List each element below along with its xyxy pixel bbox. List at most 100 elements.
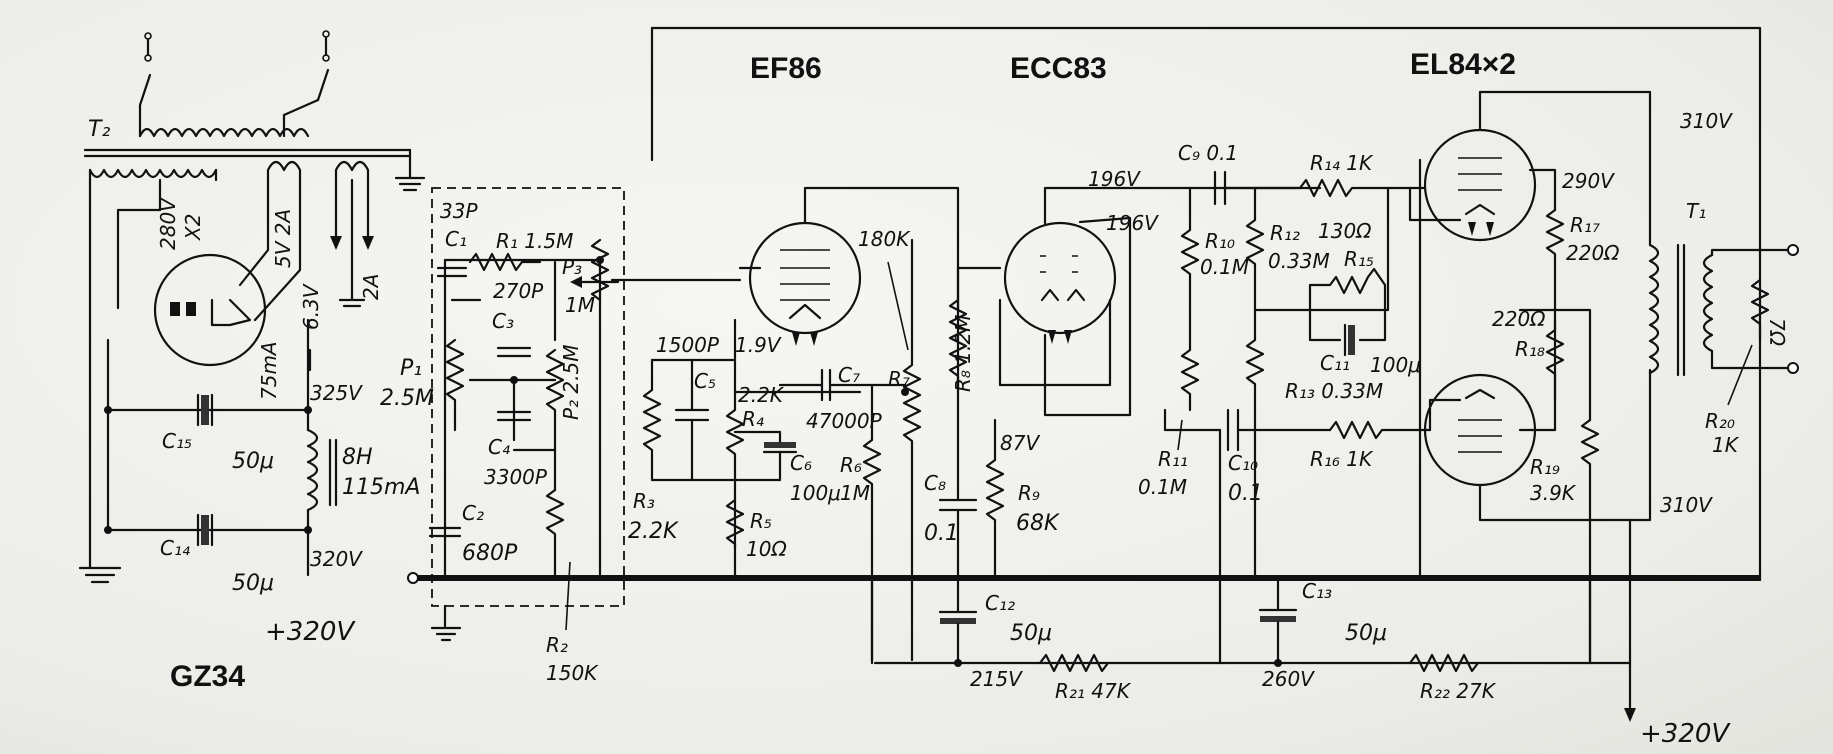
resistor-r20: 7Ω R₂₀ 1K: [1705, 278, 1789, 457]
capacitor-c3: 270P C₃: [492, 260, 557, 358]
v290-label: 290V: [1562, 169, 1615, 193]
c6-value: 100μ: [790, 481, 841, 505]
choke-inductance: 8H: [342, 445, 373, 470]
c8-label: C₈: [924, 471, 946, 495]
resistor-r4: 2.2K R₄: [725, 383, 785, 580]
resistor-r19: R₁₉ 3.9K: [1530, 418, 1600, 662]
r6-value: 1M: [840, 481, 870, 505]
c10-value: 0.1: [1228, 481, 1263, 506]
r3-value: 2.2K: [628, 519, 679, 544]
r19-value: 3.9K: [1530, 481, 1577, 505]
resistor-r17: R₁₇ 220Ω: [1545, 208, 1620, 265]
r2-label: R₂: [546, 633, 568, 657]
resistor-r8: R₈ 1.2M: [948, 298, 975, 402]
resistor-r15: 130Ω R₁₅: [1308, 219, 1387, 312]
ef86-label: EF86: [750, 52, 822, 85]
heater-voltage-label: 6.3V: [299, 283, 323, 330]
el84-label: EL84×2: [1410, 48, 1516, 81]
r17-label: R₁₇: [1570, 213, 1600, 237]
tube-el84-lower: [1423, 373, 1537, 487]
capacitor-c14: C₁₄ 50μ: [160, 513, 274, 596]
r12-label: R₁₂: [1270, 221, 1300, 245]
r2-value: 150K: [546, 661, 599, 685]
rectifier-tube-gz34: GZ34: [153, 246, 302, 693]
c6-label: C₆: [790, 451, 812, 475]
tone-network: 33P C₁ R₁ 1.5M P₃ 1M 270P C₃ P₁ 2.: [380, 199, 620, 685]
capacitor-c10: C₁₀ 0.1: [1226, 408, 1332, 506]
p2-label: P₂ 2.5M: [559, 345, 583, 421]
resistor-r2: R₂ 150K: [545, 488, 599, 685]
plus320b-label: +320V: [1640, 719, 1731, 749]
r8-label: R₈ 1.2M: [951, 315, 975, 392]
r13-label: R₁₃ 0.33M: [1285, 379, 1383, 403]
r4-value: 2.2K: [738, 383, 785, 407]
plus320a-label: +320V: [265, 617, 356, 647]
c12-value: 50μ: [1010, 621, 1052, 646]
resistor-r7: R₇: [887, 238, 922, 662]
resistor-r12: R₁₂ 0.33M: [1245, 186, 1330, 312]
r17-value: 220Ω: [1566, 241, 1620, 265]
c11-label: C₁₁: [1320, 351, 1350, 375]
resistor-r3: R₃ 2.2K: [628, 358, 737, 544]
resistor-r9: 87V R₉ 68K: [985, 418, 1060, 580]
c7-value: 47000P: [806, 409, 883, 433]
chassis-frame: [650, 26, 1762, 582]
c15-value: 50μ: [232, 449, 274, 474]
resistor-r6: R₆ 1M: [840, 383, 882, 662]
c12-label: C₁₂: [985, 591, 1015, 615]
choke-current: 115mA: [342, 475, 420, 500]
c15-label: C₁₅: [162, 429, 192, 453]
c5-label: C₅: [694, 369, 716, 393]
v196b-label: 196V: [1106, 211, 1159, 235]
v196a-label: 196V: [1088, 167, 1141, 191]
tube-el84-upper: EL84×2: [1410, 48, 1537, 242]
c1-value: 33P: [440, 199, 478, 223]
r5-label: R₅: [750, 509, 772, 533]
r18-label: R₁₈: [1515, 337, 1545, 361]
resistor-r5: R₅ 10Ω: [725, 498, 787, 561]
r10-value: 0.1M: [1200, 255, 1249, 279]
r3-label: R₃: [633, 489, 655, 513]
r22-label: R₂₂ 27K: [1420, 679, 1497, 703]
t1-label: T₁: [1686, 199, 1706, 223]
output-transformer-t1: T₁: [1648, 199, 1799, 377]
t2-label: T₂: [88, 117, 110, 142]
b-plus-drops: +320V: [870, 428, 1731, 749]
resistor-r21: R₂₁ 47K: [1038, 653, 1132, 703]
r5-value: 10Ω: [746, 537, 787, 561]
choke: 8H 115mA: [306, 428, 420, 577]
v310b-label: 310V: [1660, 493, 1713, 517]
ecc83-label: ECC83: [1010, 52, 1107, 85]
potentiometer-p2: P₂ 2.5M: [545, 345, 583, 492]
capacitor-c15: C₁₅ 50μ: [162, 393, 274, 474]
c2-label: C₂: [462, 501, 484, 525]
v320a-label: 320V: [310, 547, 363, 571]
c9-label: C₉ 0.1: [1178, 141, 1238, 165]
r1-label: R₁ 1.5M: [496, 229, 573, 253]
c1-label: C₁: [445, 227, 467, 251]
resistor-r13: R₁₃ 0.33M: [1245, 186, 1390, 580]
b-plus-line: [873, 661, 1636, 722]
capacitor-c2: C₂ 680P: [428, 501, 518, 566]
ground-bus: [407, 572, 1760, 584]
r11-value: 0.1M: [1138, 475, 1187, 499]
r20-label: R₂₀: [1705, 409, 1735, 433]
c14-value: 50μ: [232, 571, 274, 596]
c5-value: 1500P: [656, 333, 720, 357]
resistor-r22: R₂₂ 27K: [1408, 653, 1497, 703]
resistor-r18: 220Ω R₁₈: [1492, 258, 1565, 402]
c14-label: C₁₄: [160, 536, 190, 560]
r20-value: 1K: [1712, 433, 1740, 457]
capacitor-c9: C₉ 0.1: [1178, 141, 1238, 206]
r16-label: R₁₆ 1K: [1310, 447, 1374, 471]
p3-label: P₃: [562, 255, 582, 279]
r12-value: 0.33M: [1268, 249, 1330, 273]
c2-value: 680P: [462, 541, 518, 566]
p3-value: 1M: [565, 293, 595, 317]
r14-label: R₁₄ 1K: [1310, 151, 1374, 175]
resistor-r1: R₁ 1.5M: [468, 229, 573, 272]
r9-label: R₉: [1018, 481, 1040, 505]
capacitor-c6: C₆ 100μ: [733, 430, 841, 505]
rect-current-label: 75mA: [257, 341, 281, 400]
